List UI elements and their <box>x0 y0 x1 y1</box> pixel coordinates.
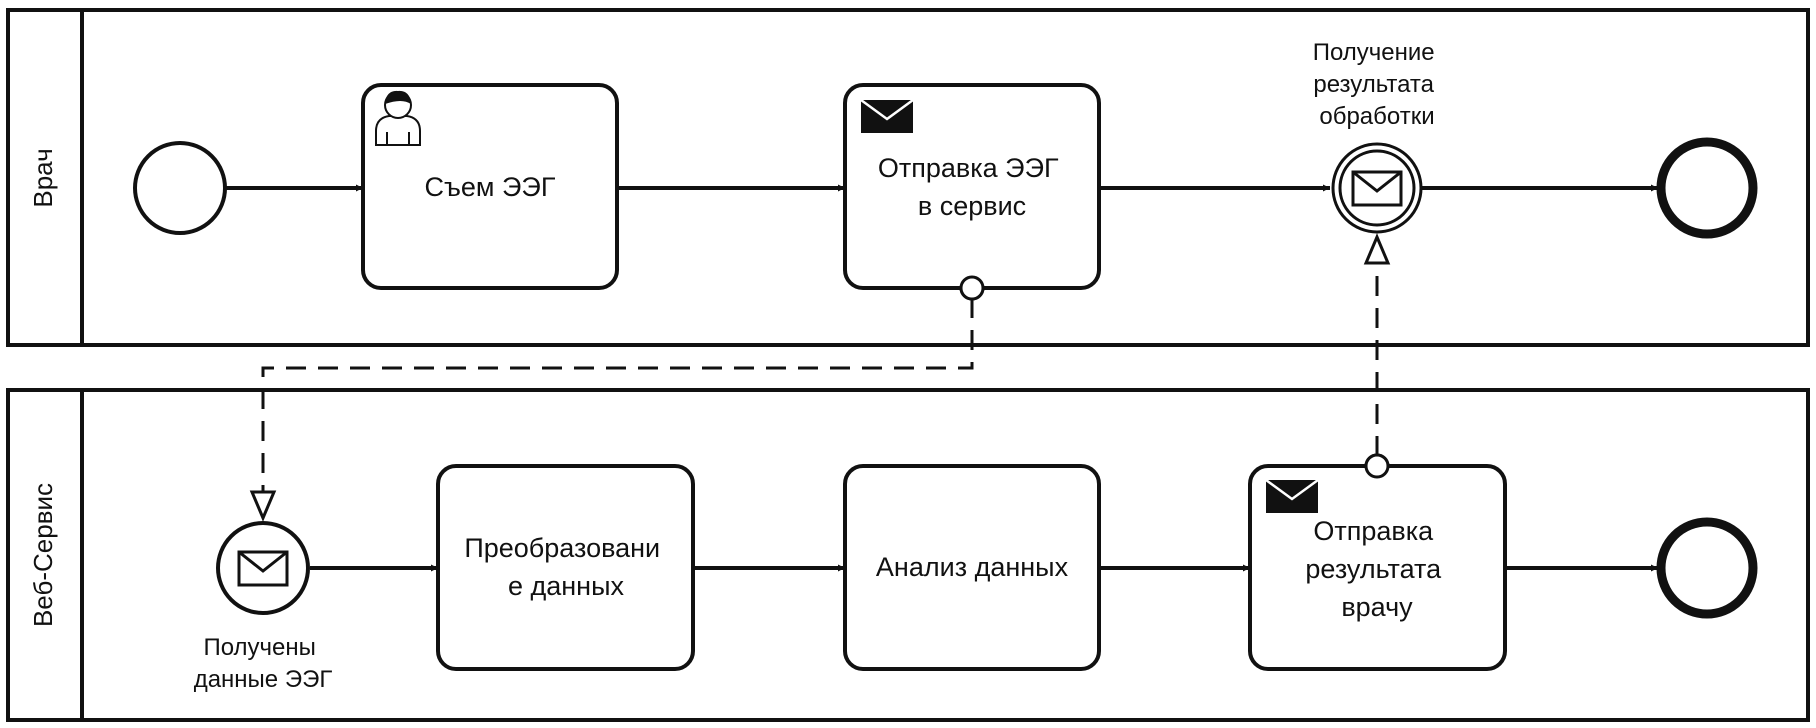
task-label: Отправка ЭЭГ в сервис <box>878 153 1066 221</box>
envelope-outline-icon <box>237 550 289 587</box>
task-label: Преобразовани е данных <box>464 533 667 601</box>
pool-service-label: Веб-Сервис <box>28 483 58 627</box>
task-transform-data[interactable]: Преобразовани е данных <box>436 464 695 671</box>
message-flow-source-circle <box>959 275 985 301</box>
end-event-doctor[interactable] <box>1656 137 1758 239</box>
intermediate-catch-event-receive-result[interactable] <box>1331 142 1423 234</box>
event-label-received-eeg: Получены данные ЭЭГ <box>194 634 333 693</box>
task-label: Отправка результата врачу <box>1305 516 1448 622</box>
task-label: Съем ЭЭГ <box>425 172 556 202</box>
task-send-result[interactable]: Отправка результата врачу <box>1248 453 1507 671</box>
task-label: Анализ данных <box>876 552 1069 582</box>
message-flow-arrowhead <box>1363 233 1391 265</box>
end-event-service[interactable] <box>1656 517 1758 619</box>
envelope-outline-icon <box>1351 170 1403 207</box>
task-eeg-recording[interactable]: Съем ЭЭГ <box>361 83 619 290</box>
task-analyze-data[interactable]: Анализ данных <box>843 464 1101 671</box>
pool-doctor-label: Врач <box>28 148 58 207</box>
start-event-received-eeg[interactable] <box>216 521 310 615</box>
message-flow-arrowhead <box>249 490 277 522</box>
task-send-eeg[interactable]: Отправка ЭЭГ в сервис <box>843 83 1101 290</box>
message-flow-source-circle <box>1364 453 1390 479</box>
user-icon <box>375 90 421 146</box>
event-label-receive-result: Получение результата обработки <box>1313 39 1442 130</box>
start-event[interactable] <box>133 141 227 235</box>
envelope-filled-icon <box>860 98 914 133</box>
envelope-filled-icon <box>1265 478 1319 513</box>
